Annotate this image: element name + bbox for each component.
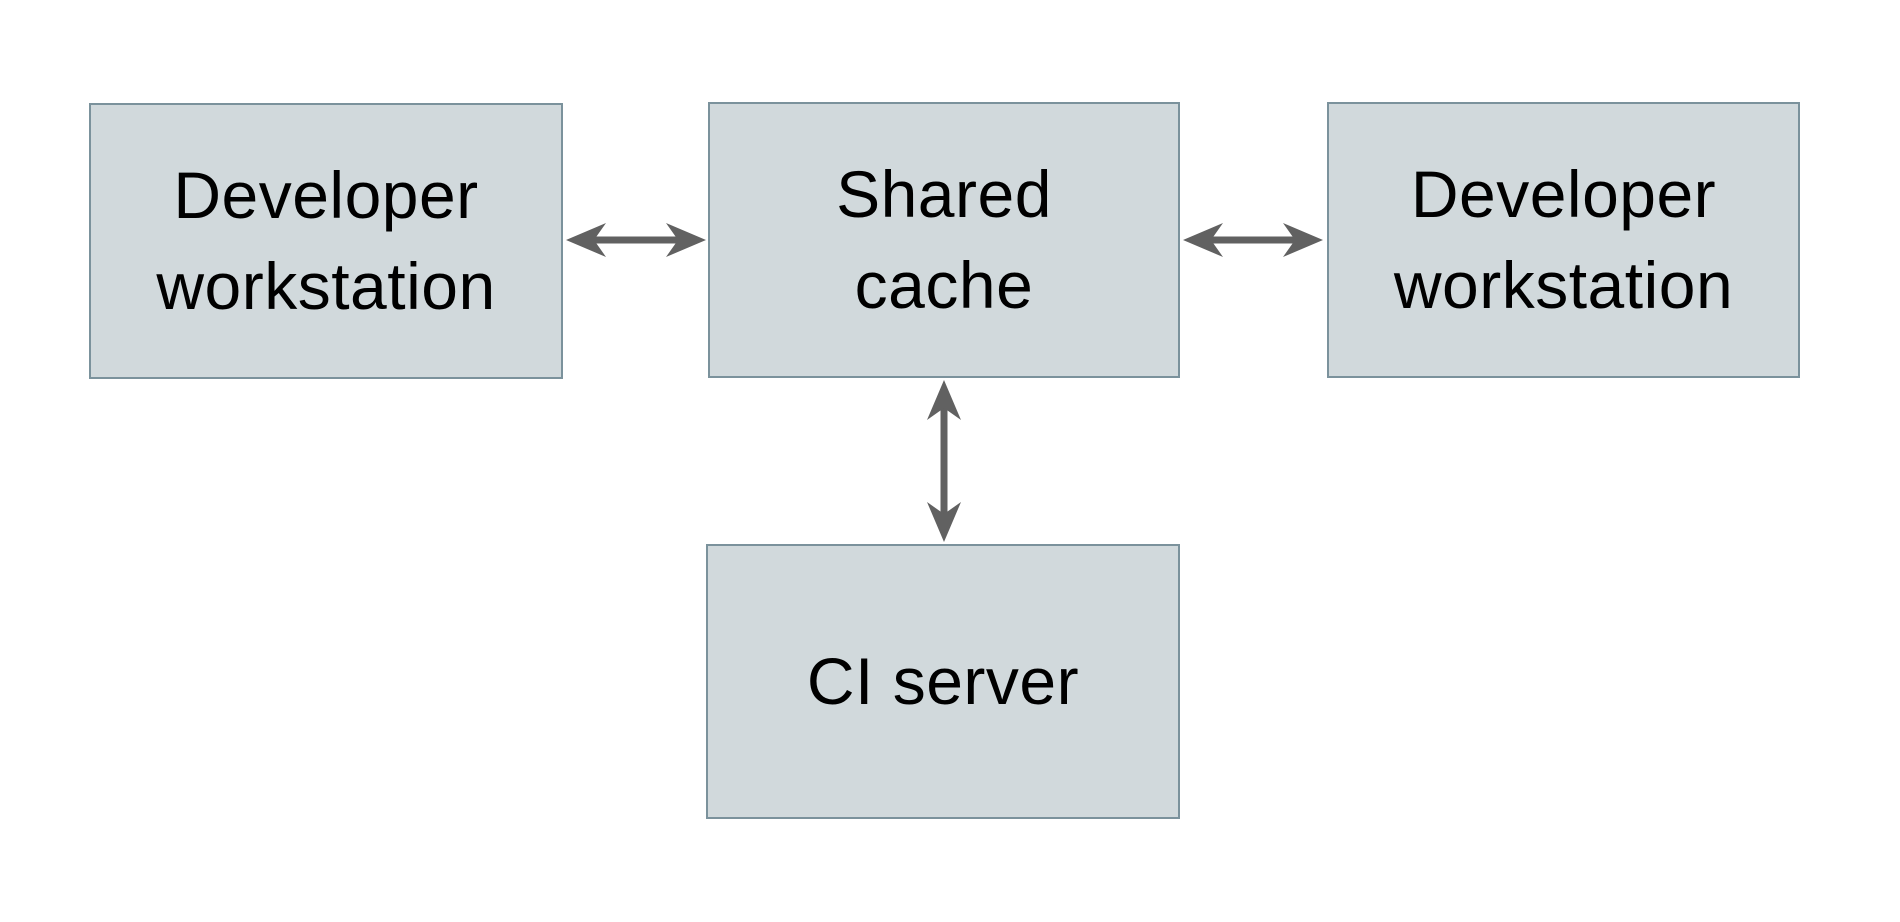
node-ci-server: CI server [706,544,1180,819]
node-label: Developer workstation [156,157,496,323]
node-developer-workstation-left: Developer workstation [89,103,563,379]
node-shared-cache: Shared cache [708,102,1180,378]
edge-devleft-cache-bidirectional-arrow [566,223,706,257]
edge-cache-ciserver-bidirectional-arrow [927,380,961,542]
node-developer-workstation-right: Developer workstation [1327,102,1800,378]
edge-cache-devright-bidirectional-arrow [1183,223,1323,257]
node-label: Developer workstation [1393,156,1734,322]
node-label: Shared cache [836,156,1052,322]
node-label: CI server [806,643,1080,718]
